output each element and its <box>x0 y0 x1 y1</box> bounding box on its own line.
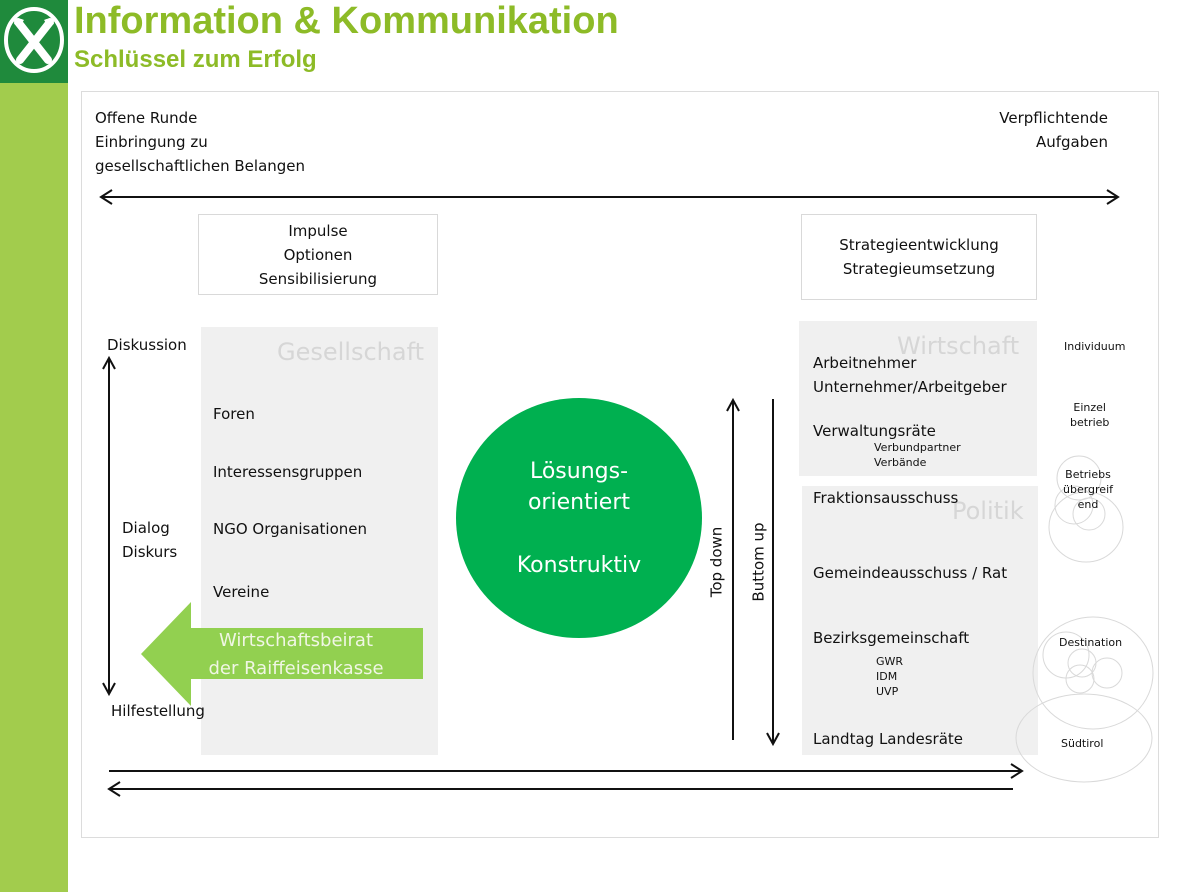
politik-subitem: IDM <box>876 670 898 683</box>
scope-label-einzelbetrieb: Einzel betrieb <box>1070 400 1109 430</box>
wirtschaft-panel <box>799 321 1037 476</box>
arrow-head-up-icon <box>102 355 116 370</box>
wirtschaft-subitems: Verbundpartner Verbände <box>874 440 961 470</box>
wirtschaft-item: Verwaltungsräte <box>813 422 936 440</box>
impulse-box: Impulse Optionen Sensibilisierung <box>198 214 438 295</box>
politik-subitems: GWR IDM UVP <box>876 654 903 699</box>
top-left-label-line: gesellschaftlichen Belangen <box>95 157 306 175</box>
logo <box>0 0 68 83</box>
center-circle-line: orientiert <box>527 489 631 515</box>
wirtschaft-item: Unternehmer/Arbeitgeber <box>813 378 1007 396</box>
axis-label-line: Diskurs <box>122 543 178 561</box>
scope-label-individuum: Individuum <box>1064 340 1126 353</box>
scope-label-line: Betriebs <box>1065 468 1111 481</box>
strategy-box-line: Strategieentwicklung <box>839 236 999 254</box>
scope-circle <box>1065 664 1095 694</box>
center-circle-line: Konstruktiv <box>516 552 642 578</box>
wirtschaftsbeirat-line: der Raiffeisenkasse <box>208 658 384 679</box>
scope-circle <box>1091 657 1123 689</box>
gesellschaft-title: Gesellschaft <box>277 338 425 366</box>
center-circle-line: Lösungs- <box>529 458 629 484</box>
top-right-label: Verpflichtende Aufgaben <box>960 106 1108 154</box>
politik-item: Landtag Landesräte <box>813 730 964 748</box>
politik-title: Politik <box>952 497 1024 525</box>
axis-label-hilfestellung: Hilfestellung <box>111 702 205 720</box>
politik-item: Bezirksgemeinschaft <box>813 629 970 647</box>
politik-subitem: UVP <box>876 685 899 698</box>
scope-circle <box>1015 693 1153 783</box>
axis-label-dialog-diskurs: Dialog Diskurs <box>122 516 177 564</box>
top-right-label-line: Verpflichtende <box>999 109 1108 127</box>
gesellschaft-item: Vereine <box>213 583 270 601</box>
arrow-head-left-icon <box>99 189 113 205</box>
wirtschaft-title: Wirtschaft <box>897 332 1020 360</box>
gesellschaft-item: Foren <box>213 405 255 423</box>
sidebar-accent-bar <box>0 0 68 892</box>
politik-subitem: GWR <box>876 655 904 668</box>
scope-circle <box>1032 616 1154 730</box>
green-left-arrow-icon <box>141 602 423 706</box>
scope-circle <box>1072 497 1106 531</box>
top-left-label-line: Offene Runde <box>95 109 198 127</box>
wirtschaft-subitem: Verbände <box>874 456 927 469</box>
scope-label-line: betrieb <box>1070 416 1110 429</box>
scope-label-suedtirol: Südtirol <box>1061 737 1104 750</box>
impulse-box-line: Optionen <box>283 245 353 264</box>
page-subtitle: Schlüssel zum Erfolg <box>74 46 317 73</box>
wirtschaftsbeirat-label: Wirtschaftsbeirat der Raiffeisenkasse <box>196 627 396 683</box>
strategy-box-line: Strategieumsetzung <box>842 260 996 278</box>
top-left-label-line: Einbringung zu <box>95 133 208 151</box>
strategy-box: Strategieentwicklung Strategieumsetzung <box>801 214 1037 300</box>
scope-label-line: übergreif <box>1062 483 1113 496</box>
axis-label-diskussion: Diskussion <box>107 336 187 354</box>
wirtschaft-subitem: Verbundpartner <box>874 441 961 454</box>
politik-item: Gemeindeausschuss / Rat <box>813 564 1008 582</box>
page-title: Information & Kommunikation <box>74 0 619 42</box>
impulse-box-line: Sensibilisierung <box>258 269 378 288</box>
arrow-head-down-icon <box>102 682 116 697</box>
impulse-box-line: Impulse <box>288 221 348 240</box>
scope-label-line: end <box>1077 498 1099 511</box>
politik-item: Fraktionsausschuss <box>813 489 959 507</box>
center-circle: Lösungs- orientiert Konstruktiv <box>456 398 702 638</box>
top-right-label-line: Aufgaben <box>1035 133 1108 151</box>
wirtschaft-item: Arbeitnehmer <box>813 354 917 372</box>
scope-label-betriebsuebergreifend: Betriebs übergreif end <box>1062 467 1114 512</box>
scope-label-line: Einzel <box>1073 401 1106 414</box>
arrow-head-left-icon <box>107 781 121 797</box>
politik-panel <box>802 486 1038 755</box>
gesellschaft-item: Interessensgruppen <box>213 463 363 481</box>
scope-label-destination: Destination <box>1059 636 1123 649</box>
scope-circle <box>1048 491 1124 563</box>
arrow-head-down-icon <box>766 732 780 747</box>
gesellschaft-panel <box>201 327 438 755</box>
raiffeisen-logo-icon <box>4 7 64 73</box>
arrow-head-right-icon <box>1106 189 1120 205</box>
top-left-label: Offene Runde Einbringung zu gesellschaft… <box>95 106 305 178</box>
axis-label-line: Dialog <box>122 519 170 537</box>
arrow-head-up-icon <box>726 397 740 412</box>
arrow-head-right-icon <box>1010 763 1024 779</box>
wirtschaftsbeirat-line: Wirtschaftsbeirat <box>218 630 374 651</box>
scope-circle <box>1054 485 1094 525</box>
scope-circle <box>1056 455 1102 501</box>
gesellschaft-item: NGO Organisationen <box>213 520 367 538</box>
